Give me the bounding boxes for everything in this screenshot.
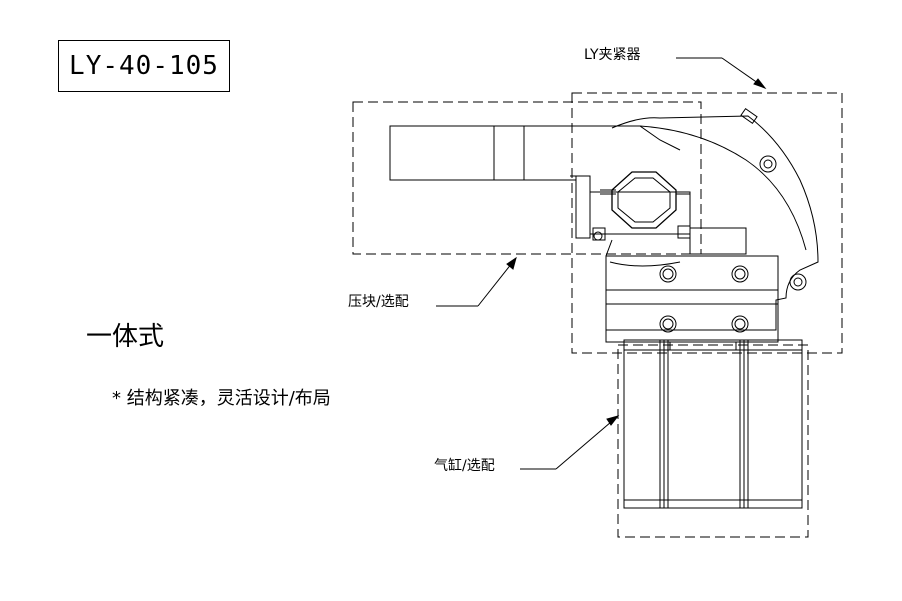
model-number-box: LY-40-105 bbox=[58, 40, 230, 92]
pressure-block bbox=[389, 125, 691, 241]
clamp-leader bbox=[676, 57, 767, 90]
model-number: LY-40-105 bbox=[69, 51, 219, 81]
clamp-boundary bbox=[571, 92, 843, 354]
air-cylinder bbox=[623, 339, 803, 509]
callout-pressure-block-label: 压块/选配 bbox=[348, 294, 409, 310]
pressure-block-leader bbox=[436, 256, 517, 307]
product-type-title: 一体式 bbox=[86, 322, 165, 352]
callout-clamp-label: LY夹紧器 bbox=[584, 47, 641, 63]
callout-cylinder-label: 气缸/选配 bbox=[434, 458, 495, 474]
feature-bullet: * 结构紧凑，灵活设计/布局 bbox=[112, 388, 331, 409]
pressure-block-boundary bbox=[352, 101, 702, 255]
clamp-body bbox=[605, 108, 819, 343]
cylinder-leader bbox=[520, 415, 620, 470]
cylinder-boundary bbox=[617, 344, 809, 538]
